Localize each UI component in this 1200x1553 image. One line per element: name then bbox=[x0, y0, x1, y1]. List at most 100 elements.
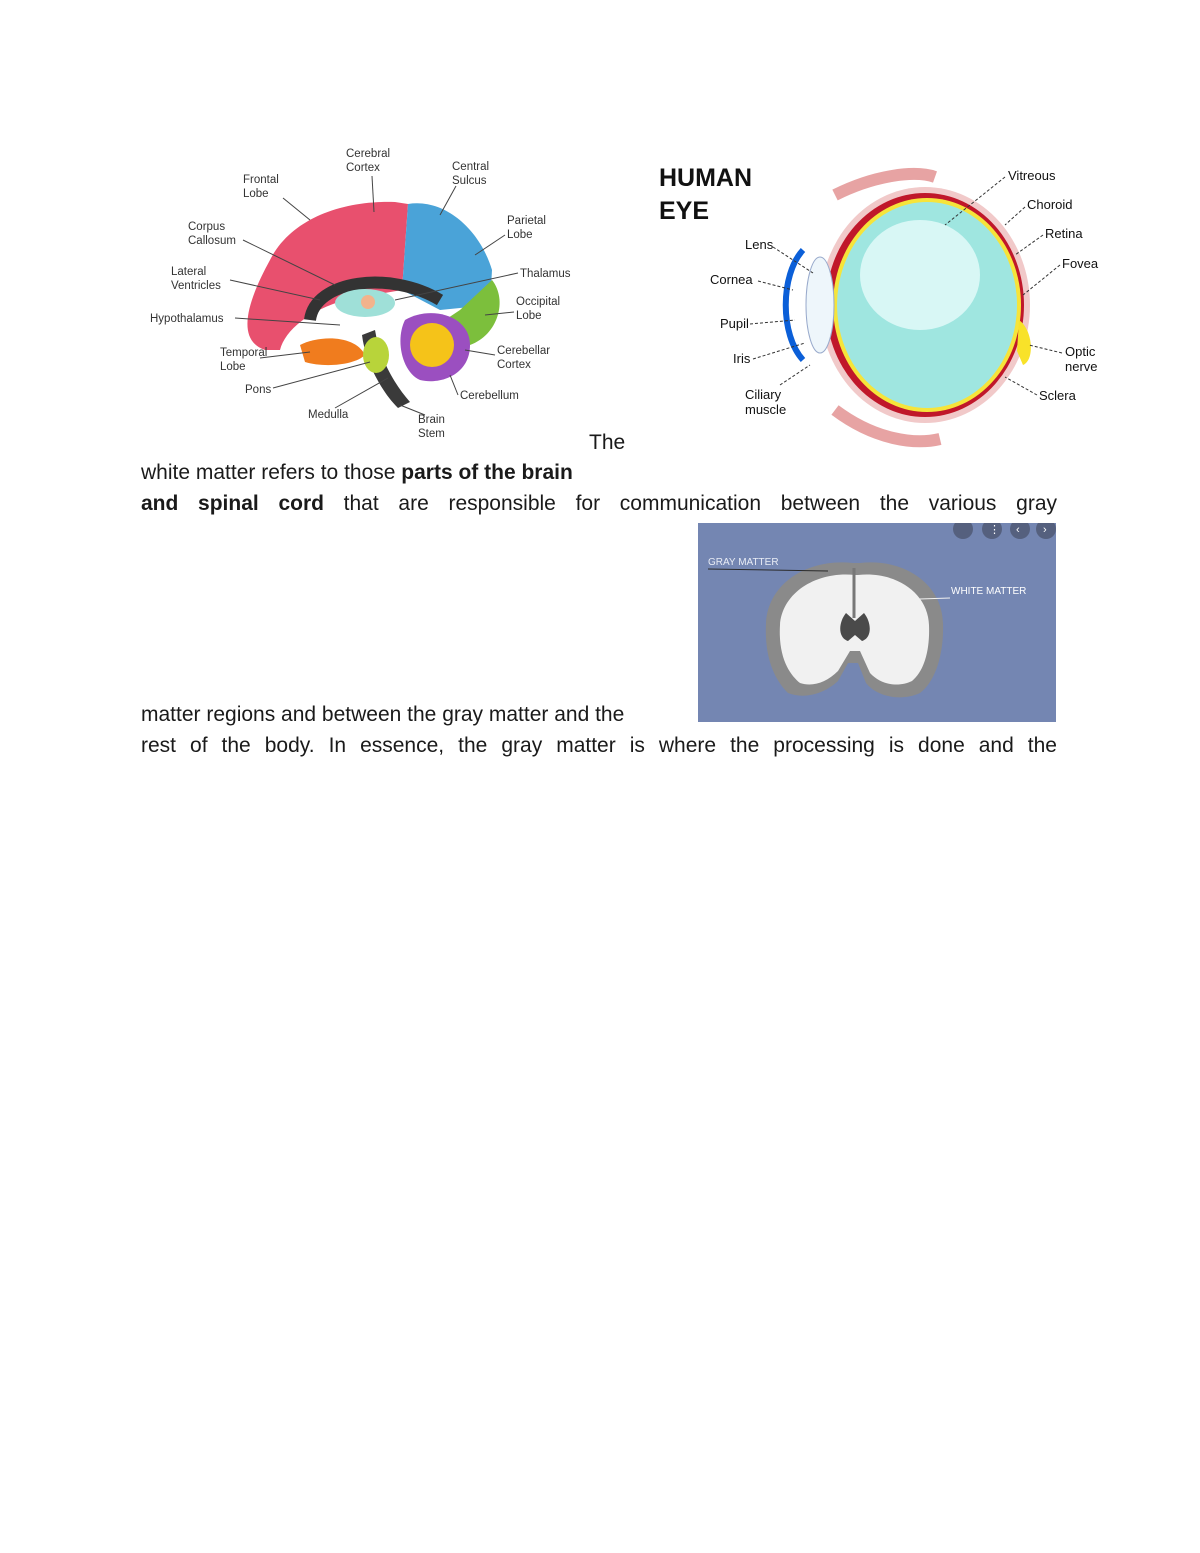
paragraph-line-3: matter regions and between the gray matt… bbox=[141, 702, 701, 728]
line4-word: where bbox=[658, 734, 717, 757]
corpus-callosum-arc bbox=[304, 276, 444, 322]
gray-matter-label: GRAY MATTER bbox=[708, 557, 779, 568]
eye-leader-lines bbox=[749, 176, 1063, 396]
frontal-lobe-region bbox=[247, 201, 408, 350]
label-ventricles: Ventricles bbox=[171, 280, 221, 292]
line4-word: the bbox=[458, 734, 488, 757]
line4-word: is bbox=[629, 734, 645, 757]
ventricle-shape bbox=[840, 613, 870, 641]
line4-word: In bbox=[328, 734, 347, 757]
label-occipital: Occipital bbox=[516, 296, 560, 308]
brain-diagram: Cerebral Cortex Frontal Lobe Central Sul… bbox=[150, 148, 571, 440]
line4-word: processing bbox=[773, 734, 875, 757]
label-frontal-lobe: Lobe bbox=[243, 188, 269, 200]
line4-word: is bbox=[888, 734, 905, 757]
line2-word: that bbox=[343, 492, 379, 515]
label-thalamus: Thalamus bbox=[520, 268, 571, 280]
label-central: Central bbox=[452, 161, 489, 173]
vitreous-highlight bbox=[860, 220, 980, 330]
temporal-lobe-region bbox=[300, 338, 365, 366]
label-hypothalamus: Hypothalamus bbox=[150, 313, 224, 325]
line2-word: and bbox=[141, 492, 179, 515]
eye-diagram: HUMAN EYE Vitreous Choroid Retina Fovea … bbox=[659, 164, 1099, 448]
image-toolbar: ⋮ ‹ › bbox=[953, 519, 1056, 539]
line2-word: the bbox=[879, 492, 910, 515]
matter-image: ⋮ ‹ › GRAY MATTER WHITE MATTER bbox=[698, 519, 1056, 722]
line4-word: body. bbox=[264, 734, 315, 757]
label-temporal-lobe: Lobe bbox=[220, 361, 246, 373]
label-sulcus: Sulcus bbox=[452, 175, 487, 187]
label-parietal: Parietal bbox=[507, 215, 546, 227]
line4-word: rest bbox=[141, 734, 177, 757]
more-icon[interactable] bbox=[982, 519, 1002, 539]
paragraph-line-1: white matter refers to those parts of th… bbox=[141, 460, 1057, 486]
line4-word: the bbox=[730, 734, 760, 757]
line2-word: between bbox=[780, 492, 861, 515]
line1-bold: parts of the brain bbox=[401, 461, 573, 484]
label-frontal: Frontal bbox=[243, 174, 279, 186]
label-parietal-lobe: Lobe bbox=[507, 229, 533, 241]
line3-text: matter regions and between the gray matt… bbox=[141, 703, 625, 726]
label-vitreous: Vitreous bbox=[1008, 168, 1056, 183]
cerebellum-core bbox=[410, 323, 454, 367]
label-choroid: Choroid bbox=[1027, 197, 1073, 212]
paragraph-line-4: rest of the body. In essence, the gray m… bbox=[141, 733, 1057, 759]
focus-icon[interactable] bbox=[953, 519, 973, 539]
eye-title-line2: EYE bbox=[659, 197, 709, 225]
eye-title-line1: HUMAN bbox=[659, 164, 752, 192]
label-cortex: Cortex bbox=[346, 162, 380, 174]
brain-labels: Cerebral Cortex Frontal Lobe Central Sul… bbox=[150, 148, 571, 440]
svg-text:‹: ‹ bbox=[1016, 524, 1020, 536]
label-fovea: Fovea bbox=[1062, 256, 1099, 271]
next-icon[interactable] bbox=[1036, 519, 1056, 539]
line4-word: and bbox=[978, 734, 1014, 757]
prev-icon[interactable] bbox=[1010, 519, 1030, 539]
label-optic: Optic bbox=[1065, 344, 1096, 359]
svg-text:⋮: ⋮ bbox=[989, 524, 1000, 536]
label-lateral: Lateral bbox=[171, 266, 206, 278]
label-brain: Brain bbox=[418, 414, 445, 426]
lower-lid bbox=[831, 405, 942, 448]
brain-leader-lines bbox=[229, 175, 519, 416]
label-cerebral: Cerebral bbox=[346, 148, 390, 160]
label-pupil: Pupil bbox=[720, 316, 749, 331]
paragraph-line-2: and spinal cord that are responsible for… bbox=[141, 491, 1057, 517]
line2-word: for bbox=[575, 492, 601, 515]
line2-word: are bbox=[398, 492, 429, 515]
line4-word: of bbox=[190, 734, 208, 757]
label-stem: Stem bbox=[418, 428, 445, 440]
label-occipital-lobe: Lobe bbox=[516, 310, 542, 322]
label-muscle: muscle bbox=[745, 402, 786, 417]
label-retina: Retina bbox=[1045, 226, 1083, 241]
white-matter-label: WHITE MATTER bbox=[951, 586, 1026, 597]
line4-word: essence, bbox=[360, 734, 445, 757]
label-nerve: nerve bbox=[1065, 359, 1098, 374]
optic-nerve-shape bbox=[1017, 320, 1031, 365]
label-callosum: Callosum bbox=[188, 235, 236, 247]
label-cerebellum: Cerebellum bbox=[460, 390, 519, 402]
label-corpus: Corpus bbox=[188, 221, 225, 233]
label-medulla: Medulla bbox=[308, 409, 349, 421]
upper-lid bbox=[832, 168, 937, 201]
label-temporal: Temporal bbox=[220, 347, 267, 359]
line2-word: communication bbox=[619, 492, 762, 515]
line2-word: responsible bbox=[448, 492, 556, 515]
line4-word: the bbox=[221, 734, 251, 757]
label-cornea: Cornea bbox=[710, 272, 753, 287]
line1-plain: white matter refers to those bbox=[141, 461, 396, 484]
label-lens: Lens bbox=[745, 237, 774, 252]
cornea-shape bbox=[782, 247, 806, 363]
label-cerebellar: Cerebellar bbox=[497, 345, 550, 357]
pons-region bbox=[363, 337, 389, 373]
lens-shape bbox=[805, 256, 835, 354]
line2-word: gray bbox=[1016, 492, 1057, 515]
line2-word: cord bbox=[278, 492, 324, 515]
thalamus-core bbox=[361, 295, 375, 309]
line4-word: done bbox=[918, 734, 965, 757]
text-the: The bbox=[589, 431, 626, 454]
line4-word: the bbox=[1027, 734, 1057, 757]
label-cerebellar-cortex: Cortex bbox=[497, 359, 531, 371]
matter-image-svg: ⋮ ‹ › GRAY MATTER WHITE MATTER bbox=[707, 519, 1056, 698]
line2-word: various bbox=[928, 492, 997, 515]
line4-word: gray bbox=[501, 734, 543, 757]
